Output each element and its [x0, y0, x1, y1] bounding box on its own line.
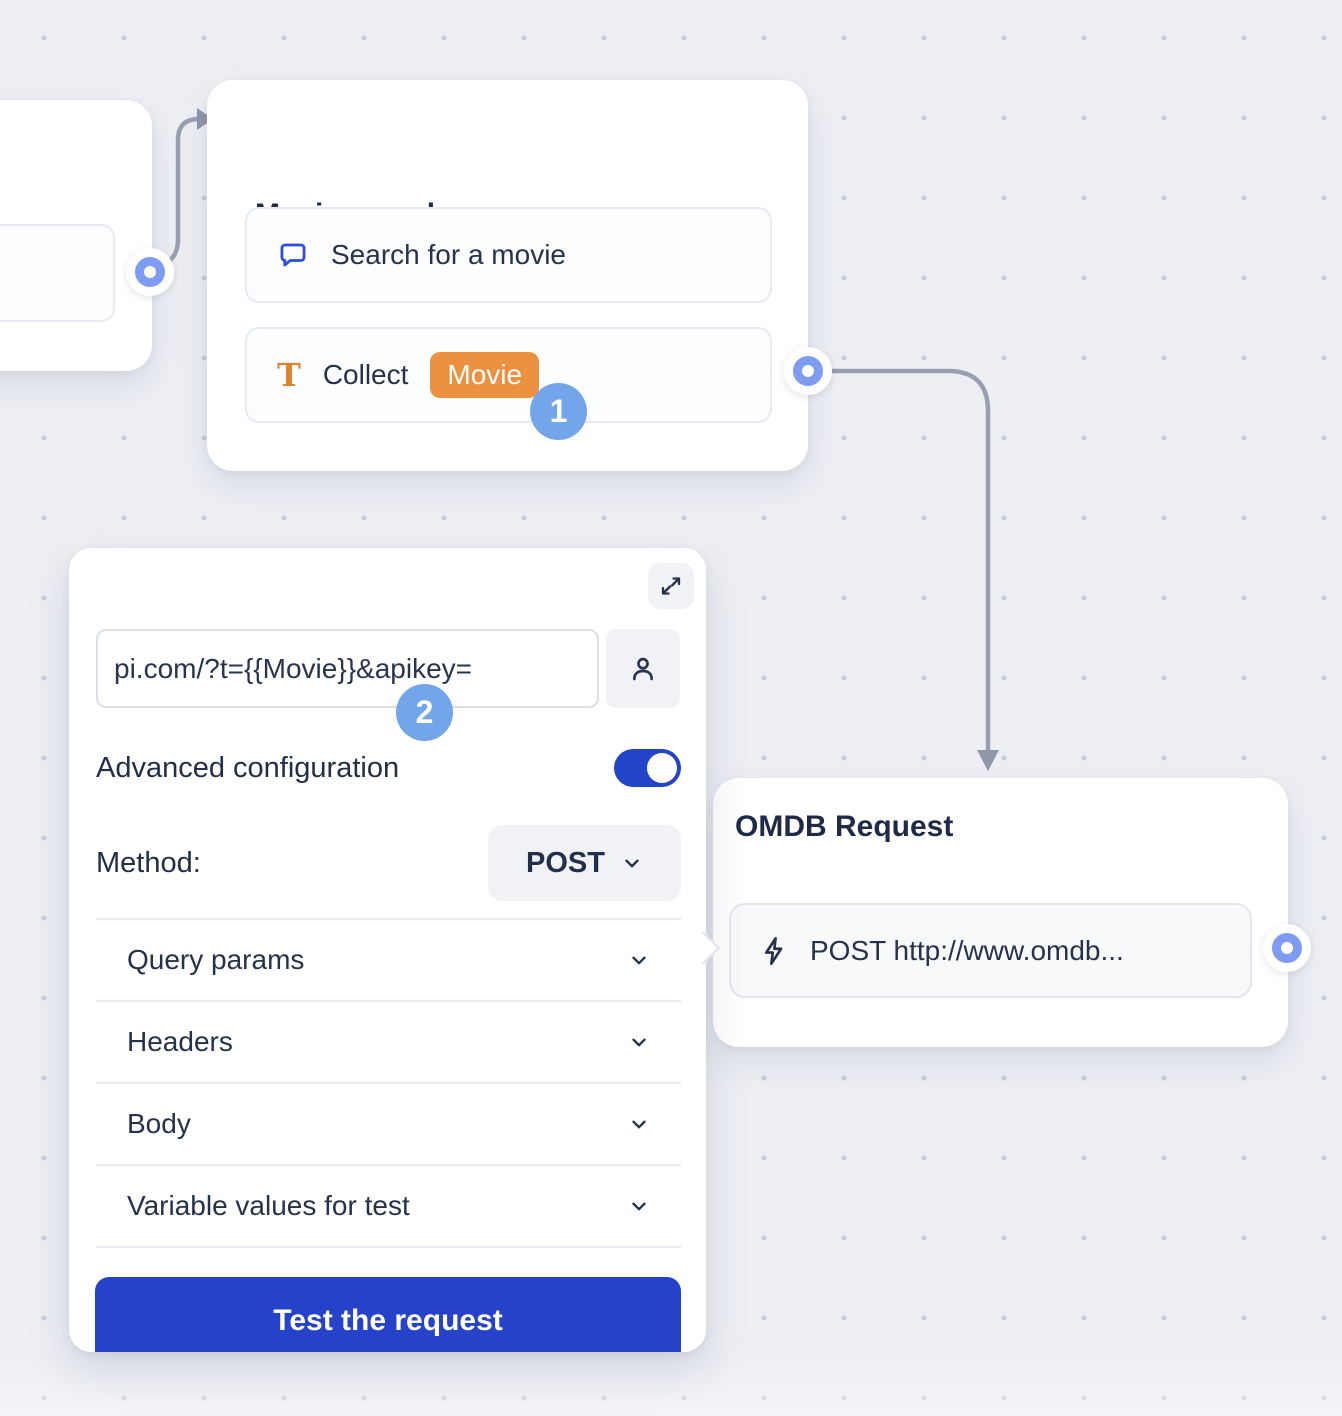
collect-label: Collect: [322, 359, 409, 390]
webhook-block-label: POST http://www.omdb...: [810, 934, 1124, 966]
section-variable-values[interactable]: Variable values for test: [96, 1166, 681, 1248]
webhook-block[interactable]: POST http://www.omdb...: [729, 903, 1252, 998]
section-headers[interactable]: Headers: [96, 1002, 681, 1084]
arrowhead-down-icon: [977, 750, 999, 771]
bottom-fade: [0, 1356, 1342, 1416]
expand-button[interactable]: [648, 563, 694, 609]
webhook-config-panel[interactable]: pi.com/?t={{Movie}}&apikey= Advanced con…: [69, 548, 706, 1352]
divider: [96, 918, 681, 920]
chat-bubble-icon: [280, 243, 306, 267]
text-input-icon: T: [277, 356, 301, 394]
chevron-down-icon: [632, 1038, 646, 1047]
method-value: POST: [526, 846, 605, 879]
person-icon: [633, 657, 653, 680]
chevron-down-icon: [632, 1120, 646, 1129]
variable-insert-button[interactable]: [606, 629, 680, 708]
chevron-down-icon: [632, 956, 646, 965]
chevron-down-icon: [632, 1202, 646, 1211]
step-badge-1: 1: [530, 383, 587, 440]
variable-chip-movie[interactable]: Movie: [430, 352, 540, 398]
webhook-url-value: pi.com/?t={{Movie}}&apikey=: [114, 652, 473, 684]
collect-input-block[interactable]: T Collect Movie: [245, 327, 772, 423]
search-message-block[interactable]: Search for a movie: [245, 207, 772, 303]
toggle-knob: [647, 753, 677, 783]
output-port-collect-block[interactable]: [793, 356, 823, 386]
section-label: Variable values for test: [127, 1190, 410, 1221]
section-label: Body: [127, 1108, 191, 1139]
section-label: Query params: [127, 944, 305, 975]
expand-icon: [661, 577, 681, 595]
advanced-configuration-label: Advanced configuration: [96, 751, 400, 784]
method-row: Method: POST: [96, 825, 681, 901]
output-port-left-node[interactable]: [135, 257, 165, 287]
connector-line-left-to-movie: [154, 116, 202, 271]
search-message-label: Search for a movie: [331, 239, 566, 270]
omdb-request-title: OMDB Request: [735, 810, 954, 843]
step-badge-2: 2: [396, 684, 453, 741]
chevron-down-icon: [625, 859, 639, 868]
advanced-configuration-row: Advanced configuration: [96, 743, 681, 793]
method-label: Method:: [96, 846, 201, 879]
test-request-button[interactable]: Test the request: [95, 1277, 681, 1352]
method-select[interactable]: POST: [488, 825, 681, 901]
output-port-webhook-block[interactable]: [1272, 933, 1302, 963]
section-label: Headers: [127, 1026, 233, 1057]
advanced-configuration-toggle[interactable]: [614, 749, 681, 787]
lightning-icon: [764, 936, 783, 965]
section-query-params[interactable]: Query params: [96, 920, 681, 1002]
partial-node-block[interactable]: [0, 224, 115, 322]
test-request-label: Test the request: [273, 1304, 503, 1337]
section-body[interactable]: Body: [96, 1084, 681, 1166]
webhook-url-input[interactable]: pi.com/?t={{Movie}}&apikey=: [96, 629, 599, 708]
connector-line-movie-to-omdb: [821, 368, 991, 753]
